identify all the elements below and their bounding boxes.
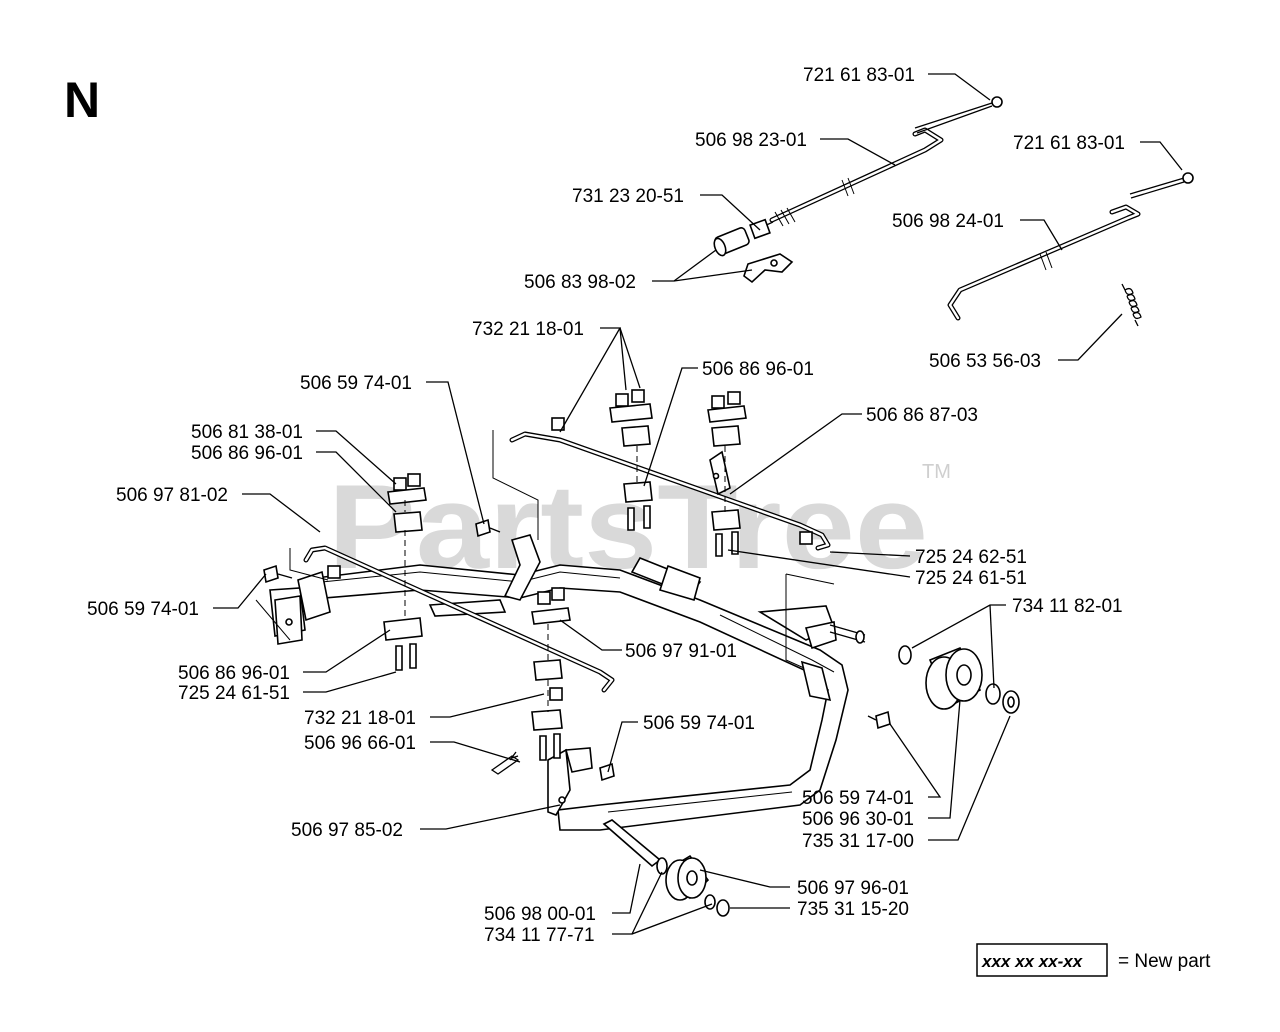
part-label: 506 96 30-01: [802, 809, 914, 830]
part-label: 506 98 24-01: [892, 211, 1004, 232]
lift-rod-upper: [509, 431, 831, 551]
parts-drawing: [255, 96, 1194, 917]
cutter-frame: [269, 534, 866, 831]
part-label: 735 31 15-20: [797, 899, 909, 920]
part-label: 506 97 96-01: [797, 878, 909, 899]
part-labels: 721 61 83-01 506 98 23-01 721 61 83-01 7…: [87, 65, 1125, 946]
part-label: 725 24 61-51: [915, 568, 1027, 589]
part-label: 734 11 77-71: [484, 925, 595, 946]
part-label: 735 31 17-00: [802, 831, 914, 852]
part-label: 506 86 96-01: [178, 663, 290, 684]
part-label: 721 61 83-01: [803, 65, 915, 86]
lift-rod-left: [303, 545, 615, 693]
part-label: 506 96 66-01: [304, 733, 416, 754]
part-label: 506 59 74-01: [643, 713, 755, 734]
part-label: 721 61 83-01: [1013, 133, 1125, 154]
legend-text: = New part: [1118, 951, 1211, 972]
part-label: 506 86 96-01: [191, 443, 303, 464]
part-label: 506 59 74-01: [87, 599, 199, 620]
assembly-lines: [255, 430, 835, 712]
clamp-blocks: [263, 389, 891, 782]
leader-lines: [213, 73, 1183, 935]
part-label: 731 23 20-51: [572, 186, 684, 207]
tension-spring: [1121, 283, 1142, 327]
part-label: 506 83 98-02: [524, 272, 636, 293]
part-label: 506 97 91-01: [625, 641, 737, 662]
part-label: 506 53 56-03: [929, 351, 1041, 372]
gauge-wheel-rear: [898, 645, 1020, 714]
part-label: 506 86 96-01: [702, 359, 814, 380]
part-label: 506 86 87-03: [866, 405, 978, 426]
part-label: 732 21 18-01: [304, 708, 416, 729]
gauge-wheel-front: [602, 819, 730, 917]
rod-end-assembly: [713, 207, 796, 284]
legend: xxx xx xx-xx = New part: [976, 943, 1211, 977]
part-label: 506 97 85-02: [291, 820, 403, 841]
part-label: 506 98 23-01: [695, 130, 807, 151]
part-label: 732 21 18-01: [472, 319, 584, 340]
watermark-trademark: TM: [922, 461, 951, 483]
part-label: 734 11 82-01: [1012, 596, 1123, 617]
part-label: 506 97 81-02: [116, 485, 228, 506]
part-label: 506 59 74-01: [300, 373, 412, 394]
part-label: 506 59 74-01: [802, 788, 914, 809]
part-label: 725 24 61-51: [178, 683, 290, 704]
hairpin-clip-1: [914, 96, 1003, 134]
part-label: 506 81 38-01: [191, 422, 303, 443]
part-label: 506 98 00-01: [484, 904, 596, 925]
part-label: 725 24 62-51: [915, 547, 1027, 568]
legend-code: xxx xx xx-xx: [981, 952, 1084, 971]
section-letter: N: [64, 72, 100, 128]
control-rod-right: [947, 172, 1194, 321]
